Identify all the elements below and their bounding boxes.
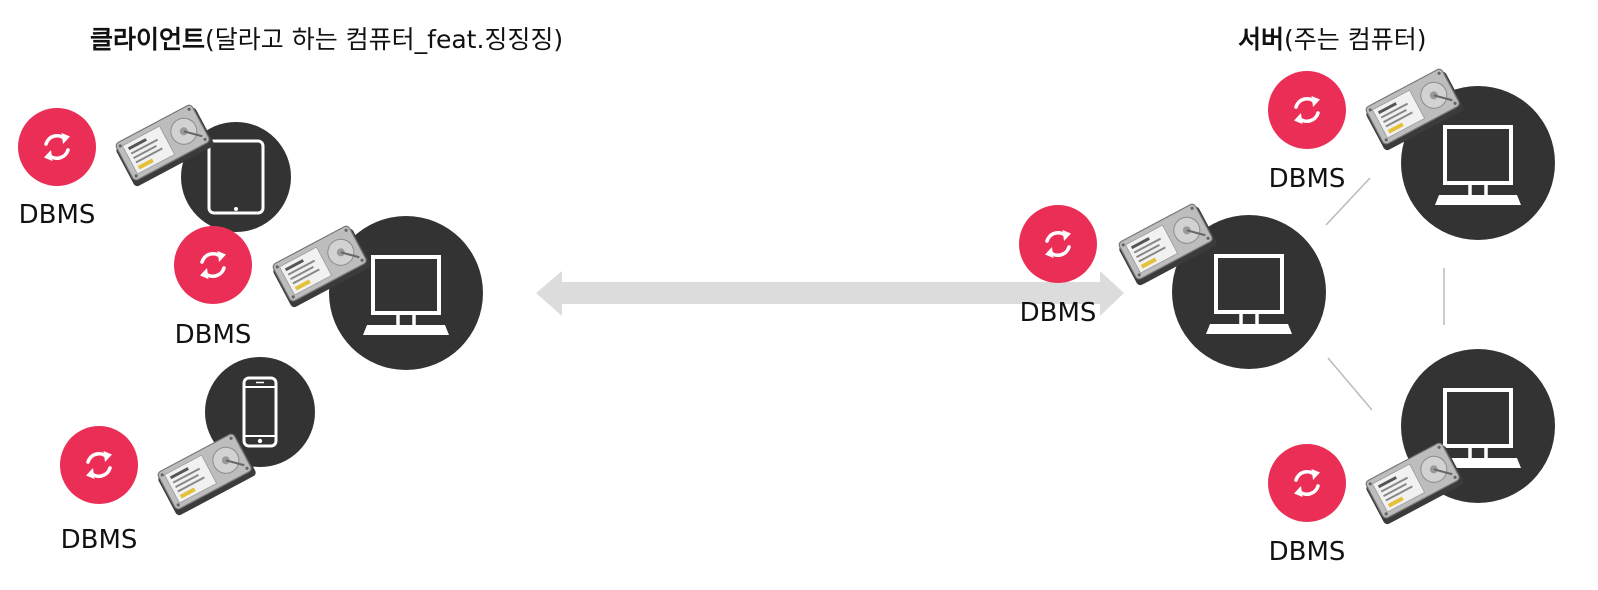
server-top-node: DBMS — [1268, 65, 1555, 240]
client-title: 클라이언트(달라고 하는 컴퓨터_feat.징징징) — [90, 25, 563, 54]
dbms-badge — [1268, 444, 1346, 522]
client-title-rest: (달라고 하는 컴퓨터_feat.징징징) — [205, 25, 563, 54]
server-main-node: DBMS — [1019, 200, 1326, 369]
request-response-arrow — [536, 271, 1124, 316]
tablet-icon — [207, 139, 265, 215]
server-bottom-node: DBMS — [1268, 349, 1555, 567]
server-title-bold: 서버 — [1238, 25, 1284, 54]
client-tablet-node: DBMS — [18, 101, 291, 232]
dbms-badge — [1268, 71, 1346, 149]
server-title: 서버(주는 컴퓨터) — [1238, 25, 1426, 54]
dbms-label: DBMS — [1269, 537, 1346, 567]
client-title-bold: 클라이언트 — [90, 25, 205, 54]
dbms-label: DBMS — [61, 525, 138, 555]
server-title-rest: (주는 컴퓨터) — [1284, 25, 1426, 54]
dbms-badge — [60, 426, 138, 504]
client-phone-node: DBMS — [60, 357, 315, 555]
dbms-label: DBMS — [1020, 298, 1097, 328]
dbms-badge — [174, 226, 252, 304]
dbms-badge — [18, 108, 96, 186]
dbms-label: DBMS — [1269, 164, 1346, 194]
dbms-badge — [1019, 205, 1097, 283]
dbms-label: DBMS — [19, 200, 96, 230]
dbms-label: DBMS — [175, 320, 252, 350]
server-connector-lines — [1325, 177, 1445, 411]
client-computer-node: DBMS — [174, 216, 483, 370]
